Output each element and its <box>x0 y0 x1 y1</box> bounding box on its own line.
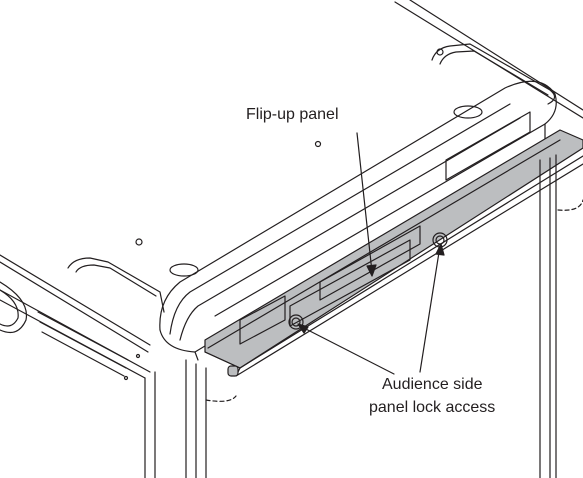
leader-audience <box>297 243 445 375</box>
panel-lock-access-label: panel lock access <box>369 399 496 416</box>
flip-up-panel-label: Flip-up panel <box>246 106 339 123</box>
corner-bracket-front-left <box>67 257 199 313</box>
cart-top-surface <box>0 0 583 353</box>
corner-bracket-back <box>431 43 556 119</box>
leader-flip-up <box>356 132 377 277</box>
lock-access-left <box>288 314 304 330</box>
cart-side-left <box>0 281 156 478</box>
cart-front-frame <box>185 154 583 478</box>
audience-side-label: Audience side <box>382 376 483 393</box>
flip-up-panel <box>204 129 583 377</box>
flip-up-panel-rail <box>159 80 557 361</box>
